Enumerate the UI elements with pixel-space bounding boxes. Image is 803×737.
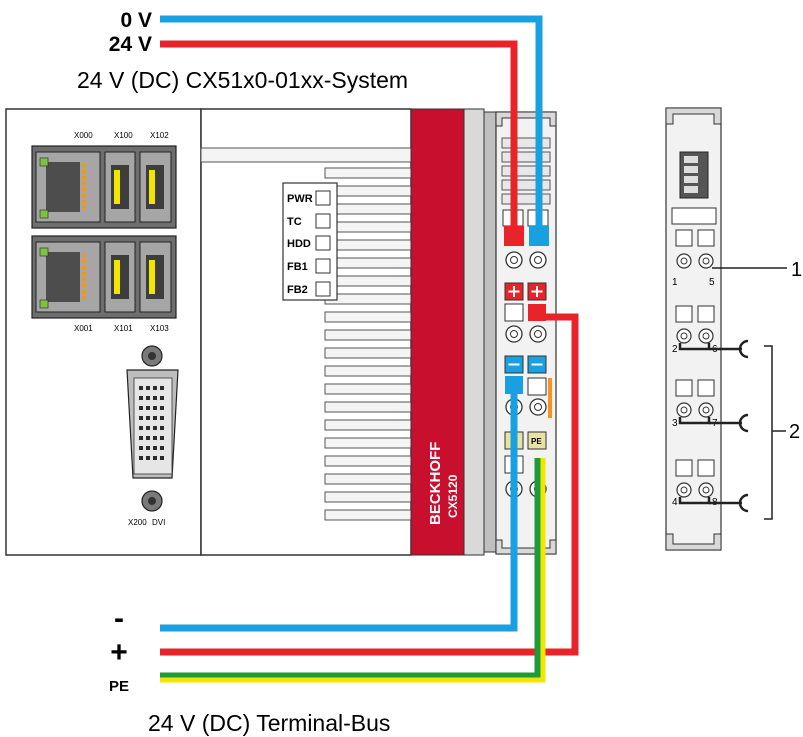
- pe-terminal-label: PE: [531, 437, 542, 446]
- plus-24v-label: 24 V: [109, 33, 152, 56]
- led-fb2-label: FB2: [287, 284, 308, 296]
- plus-label: +: [110, 636, 128, 669]
- led-fb1-label: FB1: [287, 261, 308, 273]
- usb-x102[interactable]: [139, 151, 172, 223]
- led-pwr-label: PWR: [287, 193, 313, 205]
- wire-pe-green: [160, 458, 542, 680]
- usb-x103[interactable]: [139, 241, 172, 313]
- terminal-number-3: 3: [672, 418, 678, 429]
- ethernet-x000[interactable]: [35, 151, 101, 223]
- terminal-number-4: 4: [672, 497, 678, 508]
- led-pwr-indicator: [315, 190, 331, 206]
- wire-minus-terminal-bus: [160, 384, 518, 632]
- wire-plus-terminal-bus: [160, 313, 579, 656]
- ethernet-x001[interactable]: [35, 241, 101, 313]
- brand-model: CX5120: [446, 474, 460, 518]
- port-x101-label: X101: [114, 324, 133, 333]
- terminal-jumpers: [678, 343, 711, 505]
- wire-24v-ferrule: [504, 226, 524, 246]
- port-dvi-label: DVI: [152, 518, 165, 527]
- led-hdd-indicator: [315, 235, 331, 251]
- port-x103-label: X103: [150, 324, 169, 333]
- usb-x100[interactable]: [104, 151, 136, 223]
- brand-name: BECKHOFF: [427, 442, 444, 525]
- zero-volt-label: 0 V: [120, 9, 152, 32]
- connector-leads: [709, 339, 749, 513]
- led-indicators: [315, 190, 331, 297]
- port-x100-label: X100: [114, 131, 133, 140]
- side-strip: [463, 108, 485, 556]
- brand-strip: [410, 108, 465, 556]
- pe-label: PE: [109, 678, 129, 695]
- usb-x101[interactable]: [104, 241, 136, 313]
- terminal-number-1: 1: [672, 277, 678, 288]
- power-terminal: PE: [495, 111, 557, 555]
- led-tc-label: TC: [287, 216, 302, 228]
- port-labels-top: X000 X100 X102: [74, 131, 169, 140]
- terminal-bus-supply-label: 24 V (DC) Terminal-Bus: [148, 710, 390, 736]
- wire-0v-ferrule: [529, 226, 549, 246]
- led-tc-indicator: [315, 213, 331, 229]
- wire-pe-yellow: [160, 458, 546, 683]
- led-hdd-label: HDD: [287, 238, 311, 250]
- side-strip-inner: [483, 111, 497, 553]
- led-list: PWR TC HDD FB1 FB2: [287, 193, 313, 296]
- system-supply-label: 24 V (DC) CX51x0-01xx-System: [77, 67, 408, 93]
- led-fb2-indicator: [315, 281, 331, 297]
- callout-1-label: 1: [791, 259, 802, 281]
- terminal-number-5: 5: [709, 277, 715, 288]
- led-fb1-indicator: [315, 258, 331, 274]
- callout-2-label: 2: [789, 421, 800, 443]
- port-block-lower: [31, 235, 177, 319]
- minus-label: -: [114, 602, 124, 635]
- dvi-connector[interactable]: [126, 345, 179, 512]
- orange-indicator: [548, 378, 552, 418]
- io-terminal-module: [665, 107, 722, 551]
- port-x102-label: X102: [150, 131, 169, 140]
- wire-0v-system: [160, 15, 543, 246]
- port-x000-label: X000: [74, 131, 93, 140]
- wire-24v-system: [160, 40, 518, 246]
- port-block-upper: [31, 145, 177, 229]
- port-labels-bottom: X001 X101 X103: [74, 324, 169, 333]
- port-x001-label: X001: [74, 324, 93, 333]
- terminal-number-2: 2: [672, 344, 678, 355]
- port-x200-label: X200: [128, 518, 147, 527]
- callout-2-bracket: [764, 345, 786, 520]
- pe-marker-right: [527, 431, 547, 450]
